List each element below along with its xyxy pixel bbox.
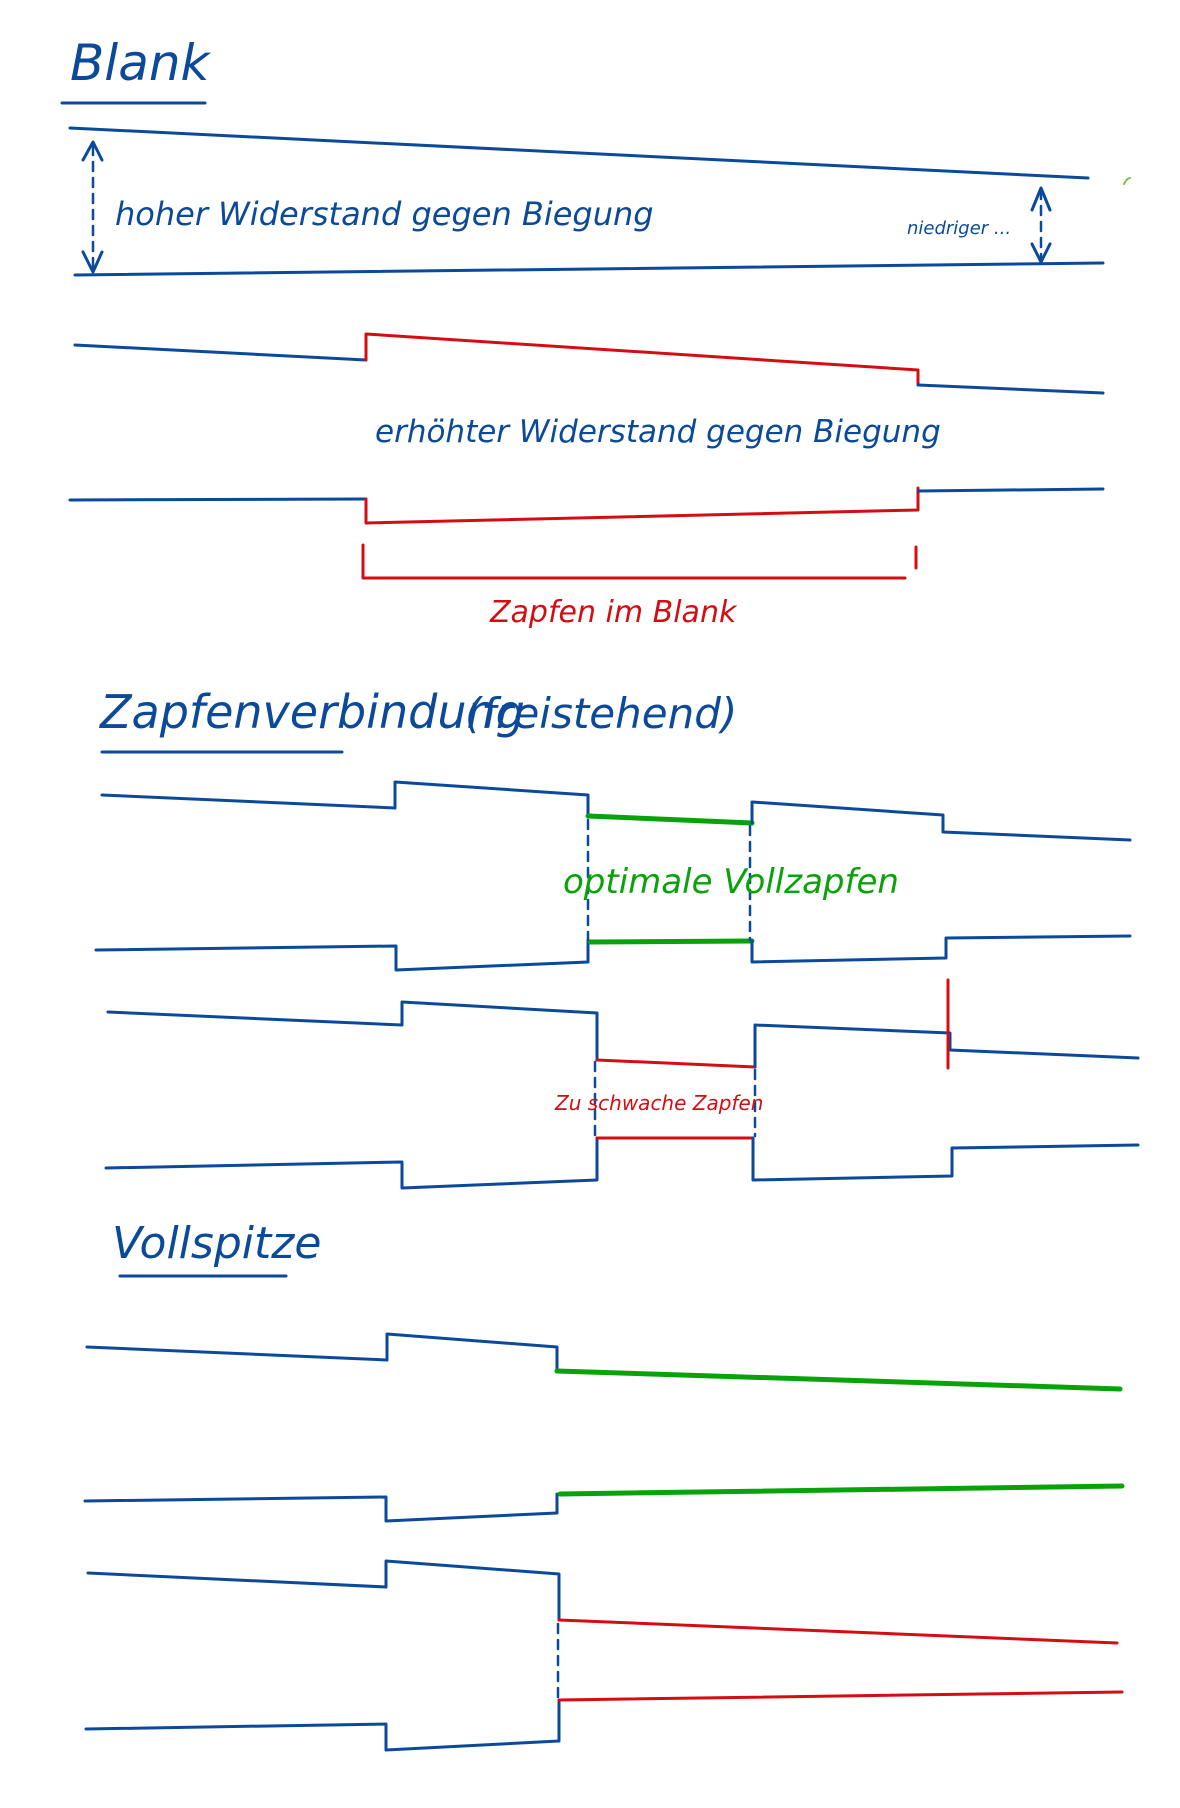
full-tip-diagram: [83, 1332, 1125, 1523]
weak-tenon-top: [595, 1058, 757, 1069]
section-subtitle-joint: (freistehend): [465, 689, 737, 738]
right-piece-top: [750, 800, 1132, 842]
right-piece-bottom: [750, 934, 1132, 964]
tip-base-top: [85, 1332, 559, 1373]
label-weak-tenon: Zu schwache Zapfen: [554, 1091, 763, 1115]
optimal-tenon-top: [585, 813, 755, 826]
label-high-resistance: hoher Widerstand gegen Biegung: [115, 195, 654, 233]
label-low-resistance: niedriger ...: [907, 218, 1011, 239]
weak-tip-base-bottom: [84, 1698, 561, 1752]
left-piece-top-weak: [106, 1000, 599, 1062]
left-piece-bottom: [94, 938, 590, 972]
section-title-blank: Blank: [70, 34, 212, 92]
blank-top-edge: [68, 126, 1090, 180]
weak-tip-diagram: [84, 1559, 1124, 1752]
left-piece-bottom-weak: [104, 1136, 599, 1190]
weak-tip-top: [557, 1618, 1119, 1645]
left-piece-top: [100, 780, 590, 817]
weak-tip-bottom: [557, 1690, 1124, 1702]
label-increased-resistance: erhöhter Widerstand gegen Biegung: [375, 414, 941, 450]
label-tenon-in-blank: Zapfen im Blank: [489, 595, 738, 630]
optimal-tenon-bottom: [587, 938, 755, 945]
optimal-joint-diagram: optimale Vollzapfen: [94, 780, 1132, 972]
tip-base-bottom: [83, 1492, 559, 1523]
tenon-bracket: [361, 543, 907, 580]
right-top-shaft: [916, 383, 1105, 395]
left-top-shaft: [73, 343, 368, 362]
right-bottom-shaft: [916, 487, 1105, 493]
blank-taper-diagram: hoher Widerstand gegen Biegung niedriger…: [68, 126, 1131, 277]
blank-bottom-edge: [73, 261, 1105, 277]
weak-joint-diagram: Zu schwache Zapfen: [104, 978, 1140, 1190]
weak-tip-base-top: [86, 1559, 561, 1622]
section-title-joint: Zapfenverbindung: [98, 685, 525, 739]
section-title-tip: Vollspitze: [112, 1218, 321, 1269]
stray-mark: [1123, 177, 1131, 185]
left-bottom-shaft: [68, 497, 368, 502]
tenon-bottom-edge: [364, 486, 920, 525]
label-optimal-tenon: optimale Vollzapfen: [563, 862, 899, 902]
full-tip-top: [554, 1368, 1123, 1392]
blank-with-tenon-diagram: erhöhter Widerstand gegen Biegung Zapfen…: [68, 332, 1105, 630]
right-piece-bottom-weak: [751, 1136, 1140, 1182]
dimension-arrow-high: [81, 140, 104, 274]
tenon-top-edge: [364, 332, 920, 387]
right-piece-top-weak: [753, 1023, 1140, 1069]
full-tip-bottom: [557, 1483, 1125, 1497]
dimension-arrow-low: [1030, 186, 1052, 264]
